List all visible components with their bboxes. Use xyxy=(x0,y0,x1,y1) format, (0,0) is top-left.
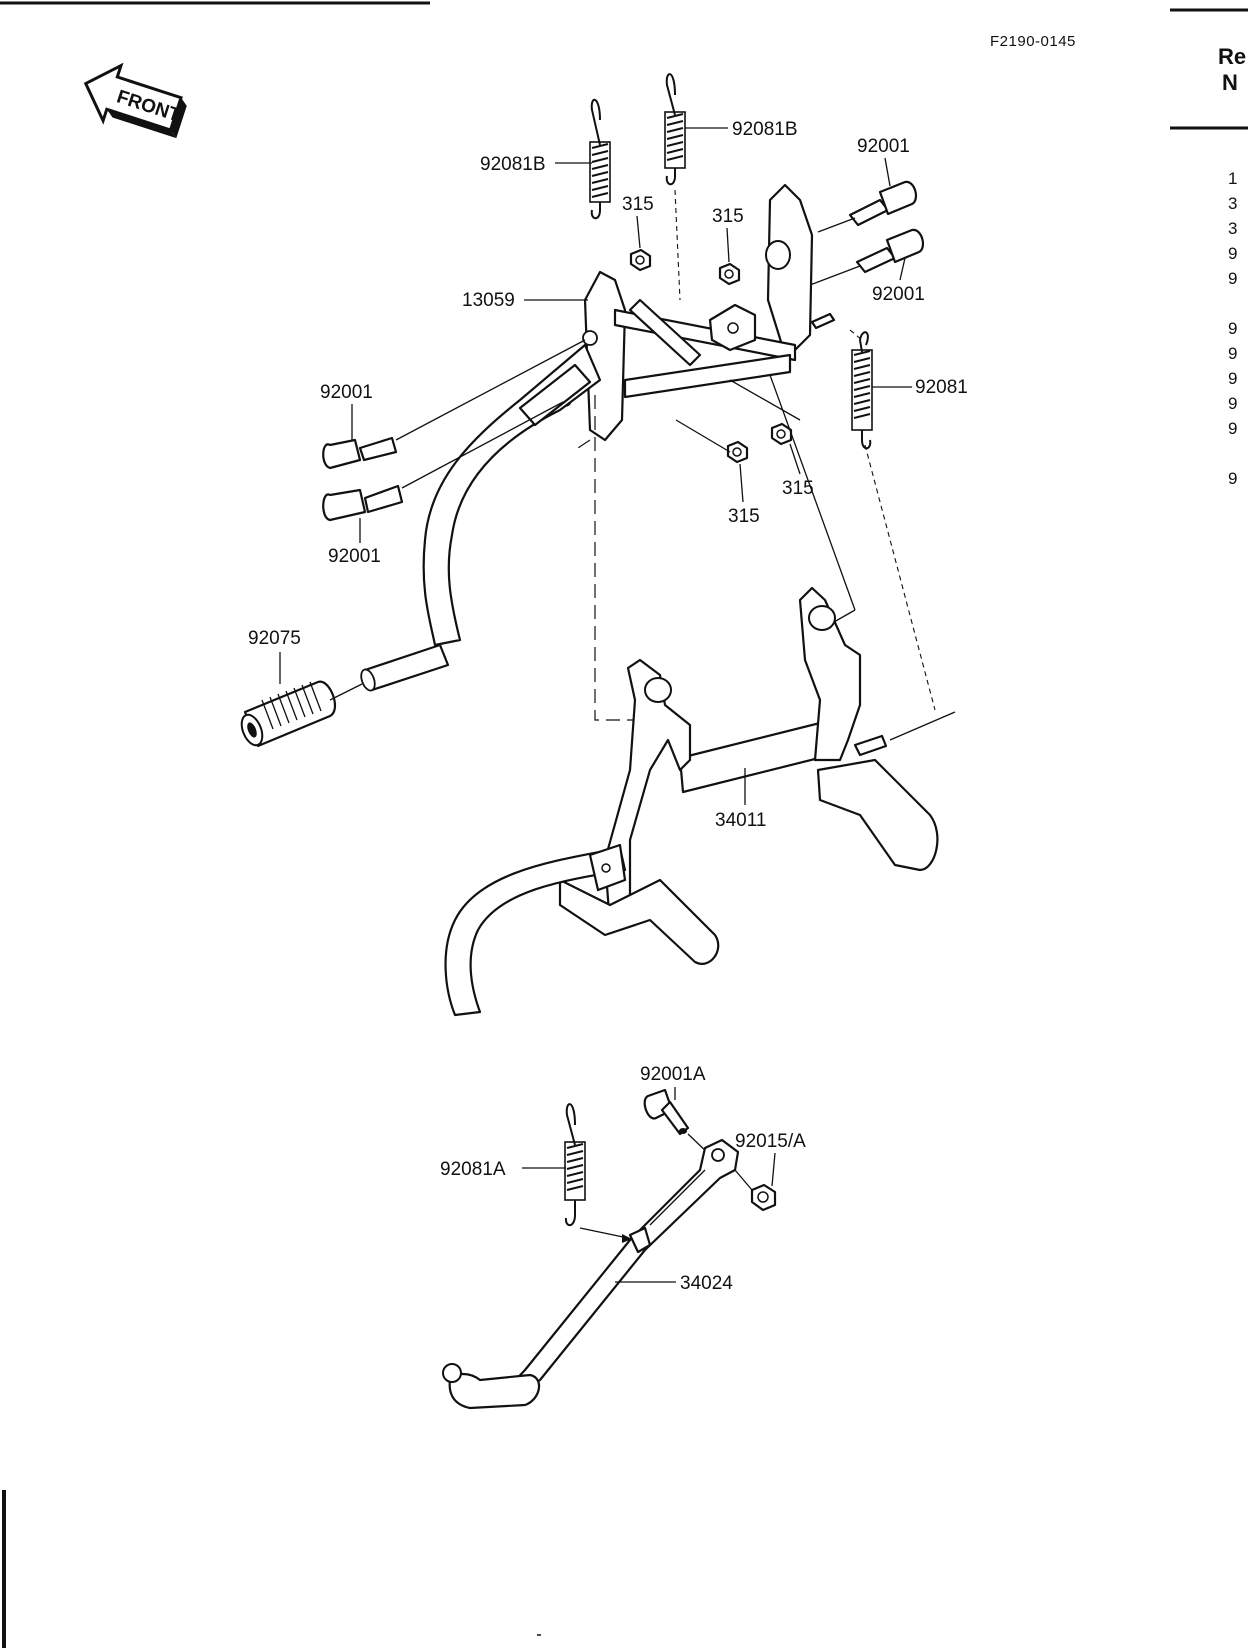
side-table-row: 9 xyxy=(1228,469,1237,488)
side-stand-34024 xyxy=(442,1138,740,1410)
label-92001-left-lower: 92001 xyxy=(328,546,381,567)
label-13059: 13059 xyxy=(462,290,515,311)
nut-315-top-left xyxy=(629,248,652,272)
bolt-92001-left-lower xyxy=(322,484,404,522)
label-315-bottom-right: 315 xyxy=(782,478,814,499)
label-92001a: 92001A xyxy=(640,1064,706,1085)
bolt-92001-left-upper xyxy=(322,436,398,470)
label-34011: 34011 xyxy=(715,810,766,831)
center-stand-34011 xyxy=(444,586,939,1017)
bolt-92001-top-upper xyxy=(848,180,918,227)
nut-92015a xyxy=(750,1183,777,1212)
label-92081b-left: 92081B xyxy=(480,154,546,175)
nut-315-bottom-right xyxy=(770,422,793,446)
side-table-row: 9 xyxy=(1228,344,1237,363)
label-92015a: 92015/A xyxy=(735,1131,806,1152)
label-92081: 92081 xyxy=(915,377,968,398)
side-table-row: 3 xyxy=(1228,194,1237,213)
front-direction-arrow-icon: FRONT xyxy=(83,62,187,139)
label-92075: 92075 xyxy=(248,628,301,649)
side-table-row: 9 xyxy=(1228,269,1237,288)
bolt-92001a xyxy=(643,1088,690,1136)
bracket-13059 xyxy=(422,183,836,647)
label-315-bottom-left: 315 xyxy=(728,506,760,527)
label-92001-left-upper: 92001 xyxy=(320,382,373,403)
nut-315-top-right xyxy=(718,262,741,286)
spring-92081b-right xyxy=(664,73,686,186)
label-315-top-right: 315 xyxy=(712,206,744,227)
label-92001-top-upper: 92001 xyxy=(857,136,910,157)
side-table: Re N 1 3 3 9 9 9 9 9 9 9 9 xyxy=(1218,44,1246,488)
side-table-row: 3 xyxy=(1228,219,1237,238)
side-table-row: 9 xyxy=(1228,394,1237,413)
side-table-row: 9 xyxy=(1228,419,1237,438)
label-92081b-right: 92081B xyxy=(732,119,798,140)
bolt-92001-top-lower xyxy=(855,228,925,274)
spring-92081 xyxy=(851,331,873,450)
label-34024: 34024 xyxy=(680,1273,733,1294)
grip-92075 xyxy=(240,643,450,748)
label-92001-top-lower: 92001 xyxy=(872,284,925,305)
nut-315-bottom-left xyxy=(726,440,749,464)
label-315-top-left: 315 xyxy=(622,194,654,215)
side-table-row: 9 xyxy=(1228,244,1237,263)
side-table-row: 9 xyxy=(1228,319,1237,338)
spring-92081b-left xyxy=(589,98,611,220)
side-table-header-1: Re xyxy=(1218,44,1246,69)
label-92081a: 92081A xyxy=(440,1159,506,1180)
spring-92081a xyxy=(564,1103,586,1227)
side-table-row: 9 xyxy=(1228,369,1237,388)
side-table-row: 1 xyxy=(1228,169,1237,188)
side-table-header-2: N xyxy=(1222,70,1238,95)
figure-code: F2190-0145 xyxy=(990,33,1076,50)
